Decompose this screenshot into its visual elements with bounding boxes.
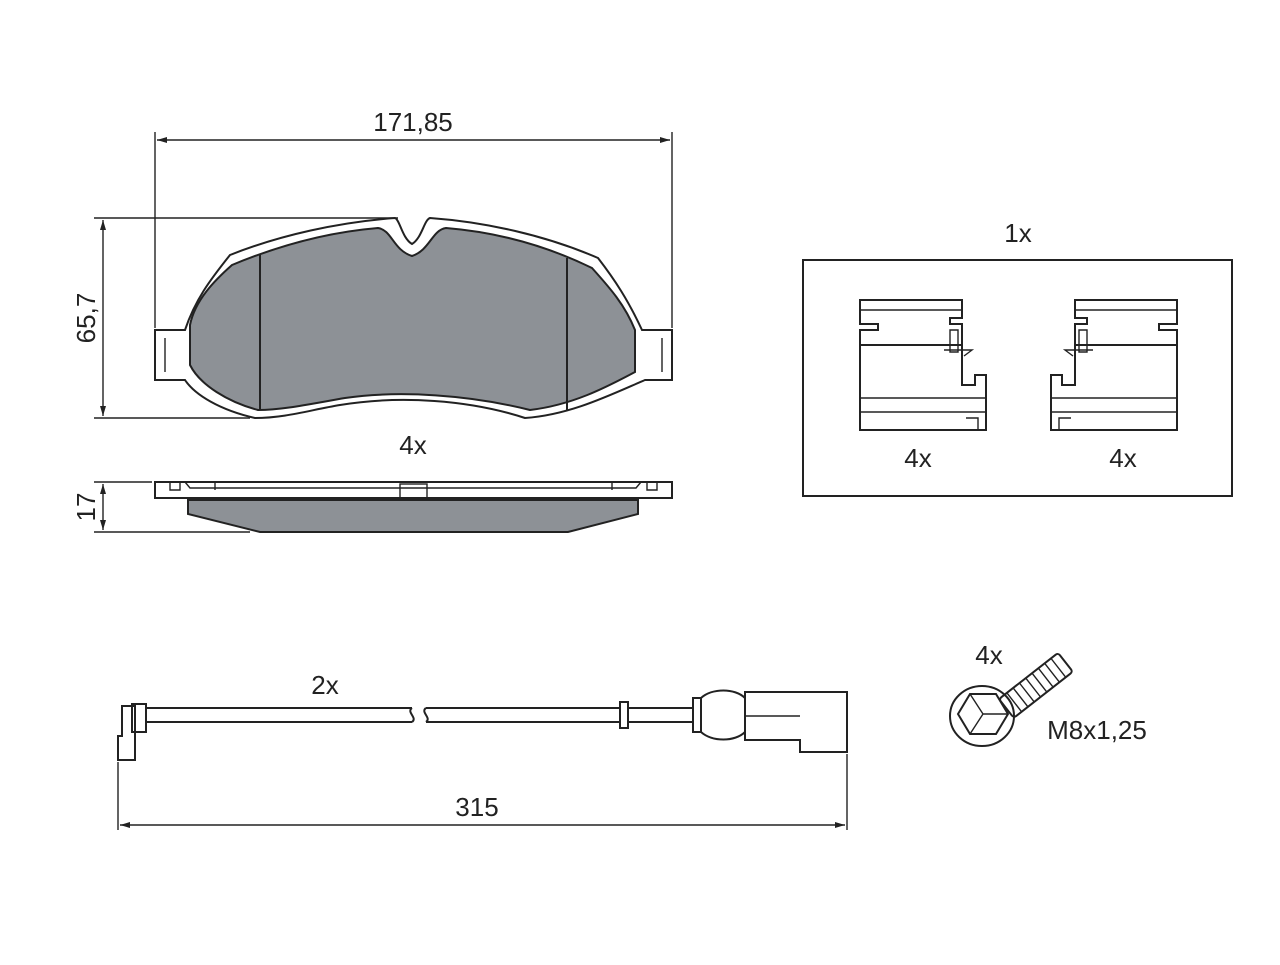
clip-kit-quantity-label: 1x [1004, 218, 1031, 248]
pad-quantity-label: 4x [399, 430, 426, 460]
pad-top-view [154, 216, 673, 420]
pad-height-dimension: 65,7 [71, 217, 398, 419]
clip-left-icon [859, 299, 987, 431]
sensor-quantity-label: 2x [311, 670, 338, 700]
pad-height-label: 65,7 [71, 293, 101, 344]
sensor-length-dimension: 315 [117, 754, 848, 830]
clip-kit-box [802, 259, 1233, 497]
wear-sensor-icon [117, 689, 848, 761]
bolt-icon [949, 653, 1073, 747]
sensor-length-label: 315 [455, 792, 498, 822]
bolt-quantity-label: 4x [975, 640, 1002, 670]
clip-left-quantity-label: 4x [904, 443, 931, 473]
pad-thickness-dimension: 17 [71, 481, 250, 533]
clip-right-quantity-label: 4x [1109, 443, 1136, 473]
bolt-spec-label: M8x1,25 [1047, 715, 1147, 745]
clip-right-icon [1050, 299, 1178, 431]
pad-side-view [154, 481, 673, 533]
pad-width-label: 171,85 [373, 107, 453, 137]
pad-width-dimension: 171,85 [154, 107, 673, 328]
pad-thickness-label: 17 [71, 493, 101, 522]
